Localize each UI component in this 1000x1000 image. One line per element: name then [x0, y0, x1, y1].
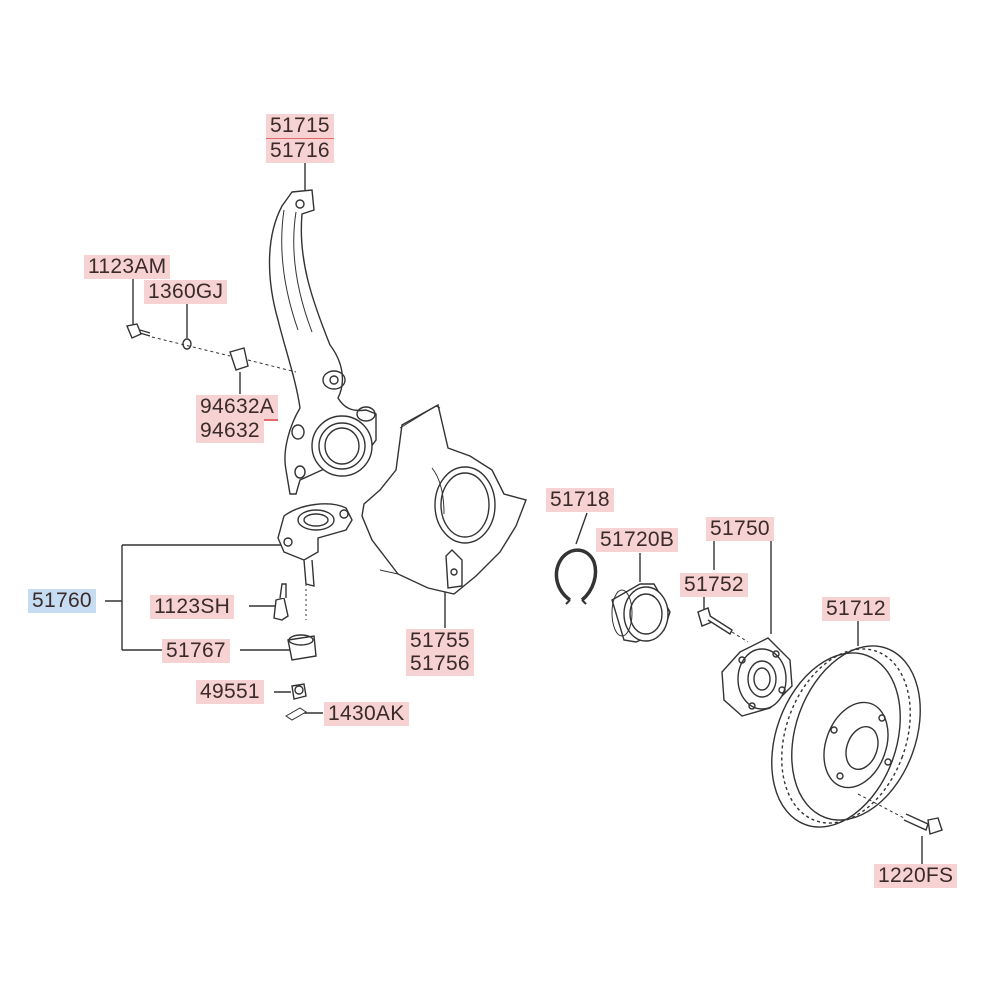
- clip-94632: [229, 347, 297, 373]
- part-label-51760[interactable]: 51760: [28, 589, 96, 613]
- knuckle-arm: [268, 189, 377, 495]
- hub: [721, 637, 793, 717]
- dust-cover: [361, 403, 527, 595]
- part-label-94632[interactable]: 94632: [196, 419, 264, 443]
- part-label-51720b[interactable]: 51720B: [596, 528, 679, 552]
- part-label-51716[interactable]: 51716: [266, 139, 334, 163]
- disc-screw-1220fs: [903, 813, 943, 835]
- part-label-51752[interactable]: 51752: [680, 573, 748, 597]
- part-label-51756[interactable]: 51756: [406, 652, 474, 676]
- bolt-1123am: [126, 323, 151, 339]
- part-label-51750[interactable]: 51750: [706, 517, 774, 541]
- part-label-49551[interactable]: 49551: [196, 680, 264, 704]
- part-label-51767[interactable]: 51767: [162, 639, 230, 663]
- part-label-1430ak[interactable]: 1430AK: [324, 702, 409, 726]
- part-label-94632a[interactable]: 94632A: [196, 395, 279, 421]
- snap-ring: [554, 548, 598, 605]
- bearing: [611, 583, 671, 643]
- cotter-pin-1430ak: [285, 707, 307, 721]
- bolt-1123sh: [273, 583, 289, 621]
- part-label-1220fs[interactable]: 1220FS: [874, 864, 958, 888]
- part-label-51715[interactable]: 51715: [266, 114, 334, 140]
- boot-51767: [287, 634, 317, 661]
- part-label-51712[interactable]: 51712: [822, 597, 890, 621]
- part-label-1360gj[interactable]: 1360GJ: [144, 280, 228, 304]
- part-label-1123am[interactable]: 1123AM: [84, 255, 171, 279]
- brake-disc: [771, 645, 921, 828]
- hub-bolt: [697, 607, 749, 643]
- part-label-1123sh[interactable]: 1123SH: [150, 595, 235, 619]
- nut-49551: [291, 683, 307, 700]
- ball-joint: [277, 503, 353, 620]
- washer-1360gj: [151, 336, 231, 357]
- part-label-51718[interactable]: 51718: [546, 488, 614, 512]
